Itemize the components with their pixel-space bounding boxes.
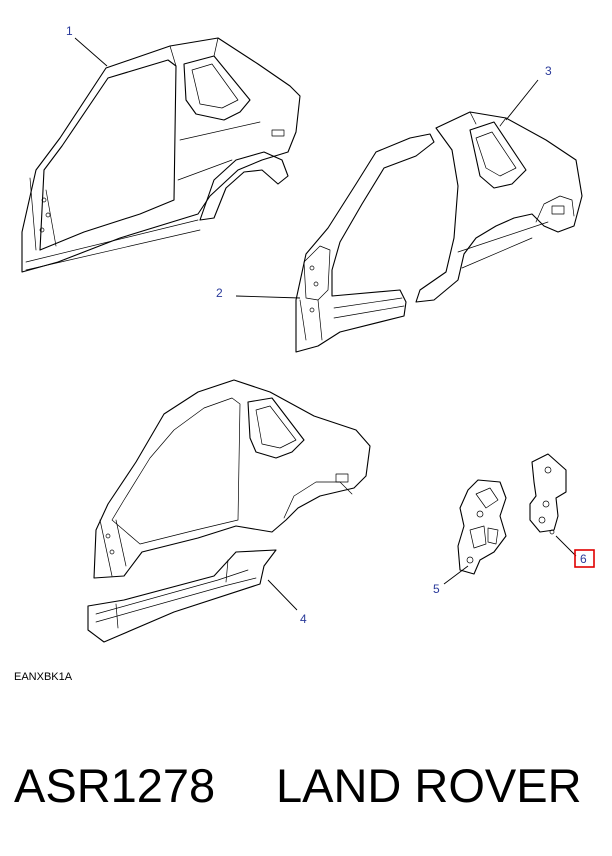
callout-4[interactable]: 4: [300, 612, 307, 626]
diagram-code: EANXBK1A: [14, 671, 73, 683]
leader-6: [555, 535, 577, 557]
leader-1: [74, 37, 108, 67]
brand-name: LAND ROVER: [276, 759, 582, 812]
body-side-panel-without-sill: [93, 379, 371, 579]
parts-diagram: 1 2 3 4 5 6: [21, 24, 595, 643]
sill-panel: [87, 549, 277, 643]
leader-5: [443, 565, 469, 585]
part-number: ASR1278: [14, 759, 216, 812]
leader-3: [505, 79, 539, 121]
rear-quarter-panel: [415, 111, 583, 303]
callout-6[interactable]: 6: [580, 552, 587, 566]
leader-4: [267, 579, 298, 611]
bracket-plate: [529, 453, 567, 535]
callout-3[interactable]: 3: [545, 64, 552, 78]
leader-2: [235, 295, 301, 299]
callout-1[interactable]: 1: [66, 24, 73, 38]
leader-lines: [74, 37, 577, 611]
inner-side-panel: [295, 133, 435, 353]
callout-6-highlight-box: [574, 549, 595, 568]
callout-5[interactable]: 5: [433, 582, 440, 596]
body-side-panel-complete: [21, 37, 301, 273]
reinforcement-bracket: [457, 479, 507, 575]
footer: [0, 722, 612, 856]
callout-2[interactable]: 2: [216, 286, 223, 300]
